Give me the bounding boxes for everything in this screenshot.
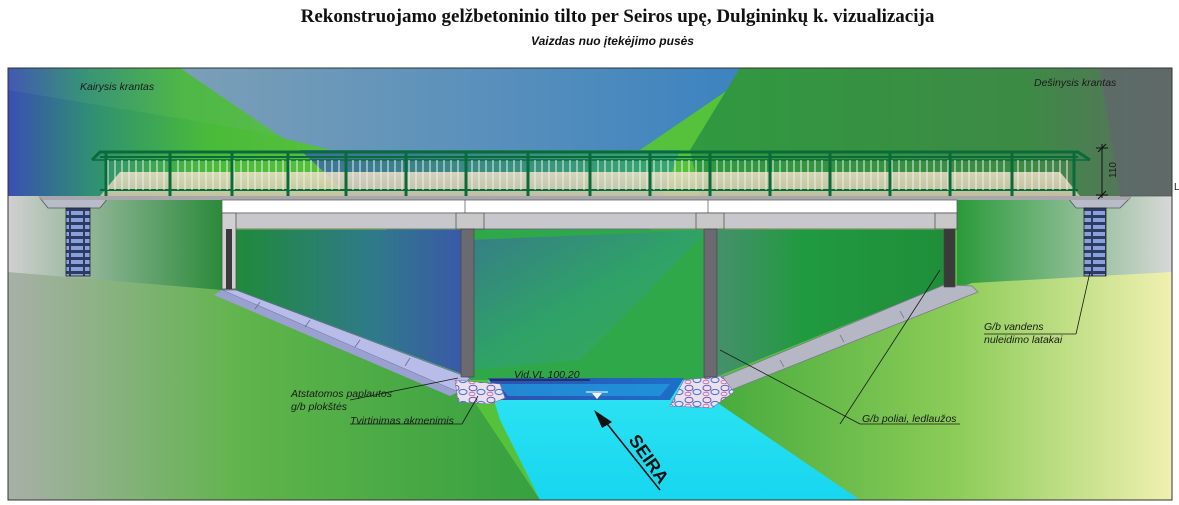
left-abutment-fill — [8, 196, 222, 290]
annotation-leaders — [349, 269, 1091, 425]
lower-banks — [8, 272, 1172, 500]
left-bank-label: Kairysis krantas — [80, 81, 155, 93]
drain-label-line2: nuleidimo latakai — [984, 334, 1063, 346]
slabs-label-line1: Atstatomos paplautos — [290, 388, 393, 400]
left-abutment-pier — [39, 197, 109, 277]
slabs-label-line2: g/b plokštės — [291, 401, 348, 413]
under-bridge-area — [236, 230, 945, 380]
drawing-frame — [7, 67, 1173, 501]
edge-mark-label: L — [1174, 182, 1179, 193]
water-level-label: Vid.VL 100,20 — [514, 369, 580, 381]
drain-label-line1: G/b vandens — [984, 321, 1044, 333]
right-abutment-fill — [957, 196, 1172, 285]
slope-slabs-left — [214, 289, 471, 396]
river-water — [488, 378, 860, 500]
flow-direction-arrow — [594, 410, 661, 491]
bridge-columns — [221, 212, 958, 378]
stones-label: Tvirtinimas akmenimis — [350, 415, 455, 427]
bridge-railing — [90, 150, 1091, 196]
railing-height-dimension: 110 — [1096, 143, 1172, 200]
railing-height-label: 110 — [1108, 162, 1119, 178]
right-abutment-pier — [1067, 197, 1131, 277]
water-level-marker: Vid.VL 100,20 — [490, 369, 608, 399]
stones-left — [454, 379, 506, 405]
page-subtitle: Vaizdas nuo įtekėjimo pusės — [531, 34, 694, 48]
piles-label: G/b poliai, ledlaužos — [862, 413, 957, 425]
right-bank-label: Dešinysis krantas — [1034, 77, 1117, 89]
page-title: Rekonstruojamo gelžbetoninio tilto per S… — [300, 6, 935, 27]
